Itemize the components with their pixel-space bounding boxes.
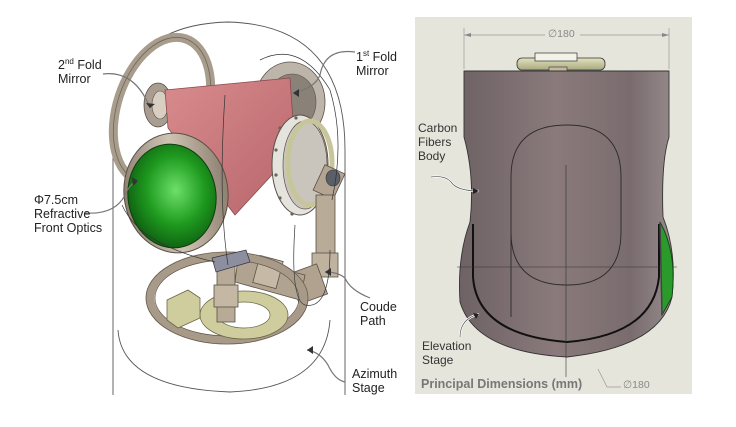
label-second-fold-mirror: 2nd Fold Mirror — [58, 57, 102, 87]
coude-arm-vertical — [315, 194, 336, 256]
front-optics-line1: Φ7.5cm — [34, 193, 79, 207]
figure-caption: Principal Dimensions (mm) — [421, 377, 583, 391]
front-optics-line2: Refractive — [34, 207, 91, 221]
base-bracket — [166, 289, 201, 329]
telescope-cutaway-drawing — [84, 21, 371, 395]
beam-cone — [164, 77, 296, 216]
body-line3: Body — [418, 149, 446, 163]
inner-stadium-outline — [510, 124, 622, 317]
second-fold-text: Fold — [73, 58, 102, 72]
azimuth-stage-line2: Stage — [352, 381, 385, 395]
coude-path-line1: Coude — [360, 300, 397, 314]
leader-coude-path — [324, 271, 371, 299]
leader-azimuth-stage — [306, 349, 346, 383]
second-fold-ordinal: 2 — [58, 58, 65, 72]
label-azimuth-stage: Azimuth Stage — [352, 367, 397, 395]
front-view-drawing — [430, 28, 677, 388]
carbon-fiber-body — [458, 70, 674, 358]
label-first-fold-mirror: 1st Fold Mirror — [356, 49, 397, 79]
principal-dimensions-panel: ∅180 Carbon Fibers Body Elevation Stage … — [415, 17, 692, 394]
body-line1: Carbon — [418, 121, 458, 135]
second-fold-suffix: nd — [64, 57, 74, 66]
refractive-lens — [127, 143, 217, 249]
front-optics-line3: Front Optics — [34, 221, 103, 235]
label-front-optics: Φ7.5cm Refractive Front Optics — [34, 193, 102, 235]
label-elevation-stage: Elevation Stage — [422, 339, 471, 367]
body-line2: Fibers — [418, 135, 452, 149]
coude-path-line2: Path — [360, 314, 386, 328]
top-diameter-label: ∅180 — [548, 28, 575, 40]
label-carbon-fiber-body: Carbon Fibers Body — [418, 121, 457, 163]
first-fold-text: Fold — [369, 50, 397, 64]
side-lens — [659, 221, 674, 317]
label-coude-path: Coude Path — [360, 300, 397, 328]
azimuth-stage-line1: Azimuth — [352, 367, 398, 381]
second-fold-line2: Mirror — [58, 72, 91, 86]
elevation-flange — [285, 118, 335, 208]
bottom-diameter-label: ∅180 — [623, 379, 650, 391]
leader-second-fold-mirror — [102, 73, 151, 109]
first-fold-line2: Mirror — [356, 64, 389, 78]
elevation-line1: Elevation — [422, 339, 472, 353]
leader-bottom-dimension — [597, 368, 621, 388]
elevation-line2: Stage — [422, 353, 454, 367]
leader-first-fold-mirror — [292, 50, 356, 94]
elevation-stage-arc — [472, 224, 660, 344]
first-fold-suffix: st — [362, 49, 370, 58]
base-outline — [117, 319, 331, 393]
first-fold-ordinal: 1 — [356, 50, 363, 64]
